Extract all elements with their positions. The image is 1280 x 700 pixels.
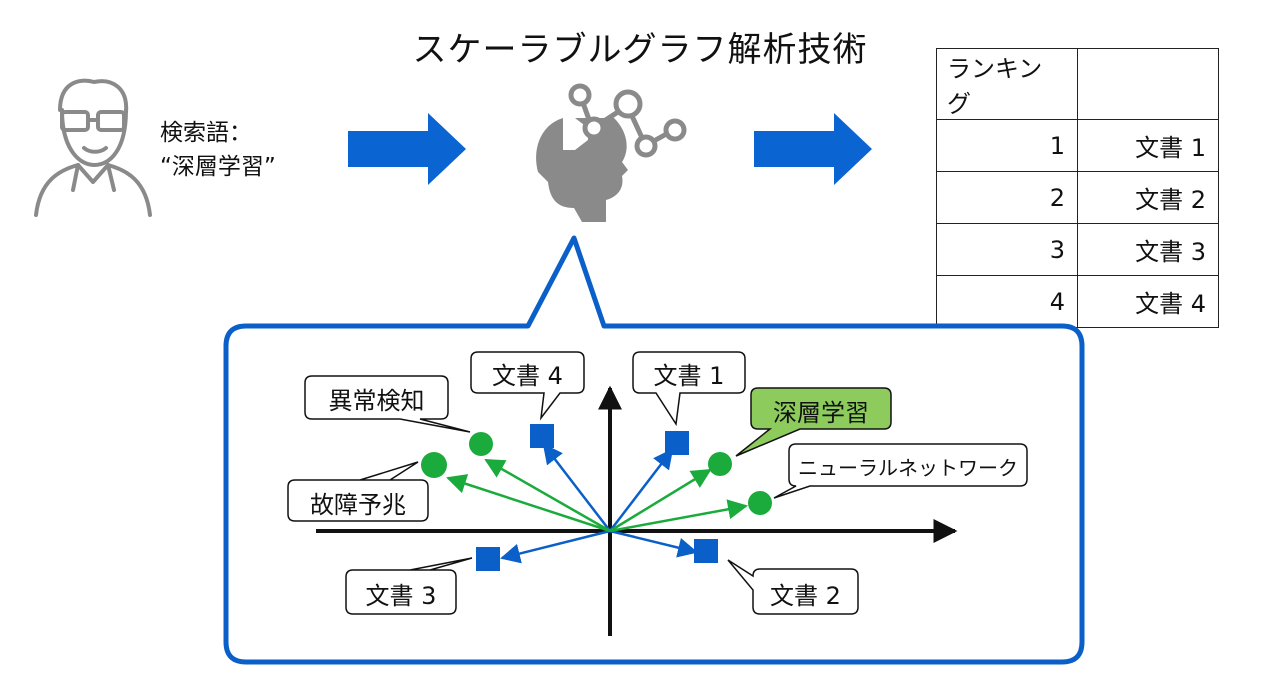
vector-doc3 [500, 529, 611, 564]
doc1-label-box [632, 351, 746, 427]
rank-cell: 4 [936, 275, 1078, 328]
right-arrow-icon [754, 113, 872, 185]
vector-nn [609, 499, 748, 533]
table-row: 3 文書 3 [936, 223, 1219, 276]
doc3-label-box [345, 557, 473, 615]
query-term: “深層学習” [160, 154, 276, 180]
failure-point [421, 452, 447, 478]
nn-label: ニューラルネットワーク [798, 456, 1018, 480]
vector-deep [609, 468, 712, 533]
doc-cell: 文書 4 [1077, 275, 1219, 328]
vector-doc1 [609, 448, 674, 532]
failure-label-box [287, 461, 429, 522]
doc4-label-box [470, 351, 585, 421]
anomaly-label-box [304, 375, 471, 433]
doc2-label-box [727, 559, 859, 615]
vector-failure [446, 474, 611, 533]
doc2-point [694, 539, 718, 563]
doc4-label: 文書 4 [492, 362, 563, 390]
doc-cell: 文書 2 [1077, 171, 1219, 224]
table-row: 4 文書 4 [936, 275, 1219, 328]
query-text: 検索語： “深層学習” [160, 116, 276, 184]
ai-head-icon [536, 83, 687, 222]
vector-doc4 [542, 443, 611, 532]
vector-anomaly [484, 458, 611, 533]
vector-doc2 [609, 529, 698, 558]
right-arrow-icon [348, 113, 466, 185]
doc-cell: 文書 3 [1077, 223, 1219, 276]
rank-cell: 3 [936, 223, 1078, 276]
ranking-header-row: ランキング [936, 48, 1219, 120]
nn-label-box [773, 443, 1028, 499]
ranking-table: ランキング 1 文書 1 2 文書 2 3 文書 3 4 文書 4 [936, 48, 1219, 328]
doc4-point [530, 424, 554, 448]
doc1-point [665, 431, 689, 455]
user-icon [34, 78, 152, 217]
nn-point [748, 491, 772, 515]
doc1-label: 文書 1 [653, 362, 725, 390]
doc3-point [476, 547, 500, 571]
anomaly-point [469, 432, 493, 456]
deep-point [708, 452, 732, 476]
failure-label: 故障予兆 [310, 491, 406, 519]
deep-label-box [735, 387, 892, 457]
deep-label: 深層学習 [773, 399, 869, 427]
ranking-header: ランキング [936, 48, 1078, 120]
anomaly-label: 異常検知 [328, 387, 425, 415]
query-label: 検索語： [160, 120, 252, 146]
diagram-title: スケーラブルグラフ解析技術 [412, 30, 868, 70]
doc2-label: 文書 2 [770, 582, 841, 610]
doc3-label: 文書 3 [365, 582, 437, 610]
